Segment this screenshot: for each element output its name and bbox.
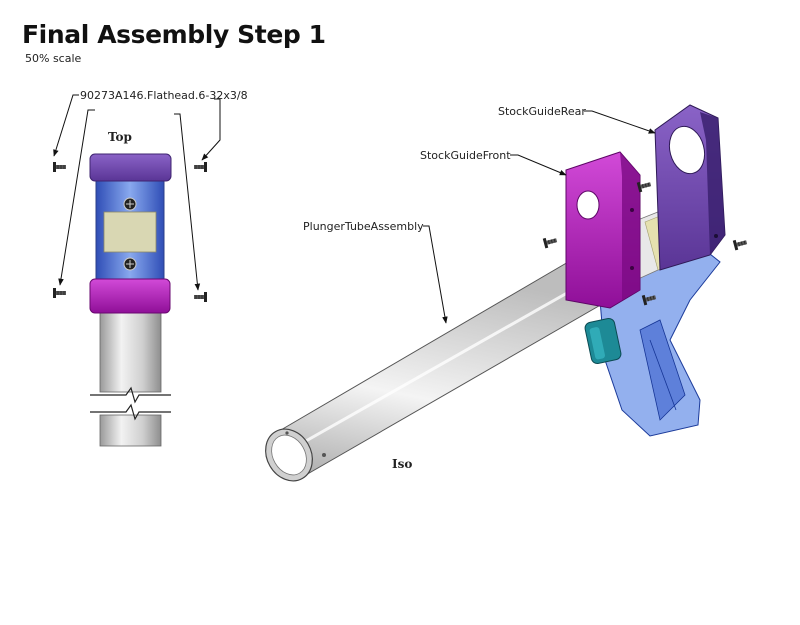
- break-line-upper: [90, 386, 171, 404]
- top-plunger-tube-upper: [99, 311, 162, 393]
- screw-leader-2: [58, 109, 95, 286]
- iso-screw-front-left: [542, 234, 559, 249]
- scale-note: 50% scale: [25, 52, 82, 65]
- screw-leader-3: [174, 113, 201, 291]
- top-inner-spacer: [103, 211, 157, 253]
- stock-guide-rear-label: StockGuideRear: [498, 105, 586, 118]
- iso-rear-guide-hole: [668, 125, 706, 175]
- iso-front-guide-hole: [576, 190, 600, 220]
- top-screw-lower-left: [52, 287, 67, 299]
- page-title: Final Assembly Step 1: [22, 20, 326, 49]
- iso-screw-rear: [732, 236, 749, 251]
- plunger-tube-leader: [423, 225, 448, 324]
- top-stock-guide-rear: [89, 153, 172, 182]
- top-view-label: Top: [108, 130, 132, 144]
- stock-guide-rear-leader: [584, 110, 656, 134]
- screw-callout-label: 90273A146.Flathead.6-32x3/8: [80, 89, 248, 102]
- stock-guide-front-label: StockGuideFront: [420, 149, 511, 162]
- top-view: Top 90273A146.Flathead.6-32x3/8: [52, 89, 248, 447]
- iso-view: Iso Plun: [265, 104, 749, 482]
- top-stock-guide-front: [89, 278, 171, 314]
- top-screw-upper-right: [193, 161, 208, 173]
- top-screw-upper-left: [52, 161, 67, 173]
- top-screw-lower-right: [193, 291, 208, 303]
- iso-view-label: Iso: [392, 457, 412, 471]
- break-line-lower: [90, 403, 171, 421]
- screw-leader-1: [53, 94, 79, 157]
- plunger-tube-label: PlungerTubeAssembly: [303, 220, 424, 233]
- top-plunger-tube-lower: [99, 414, 162, 447]
- screw-leader-4: [201, 98, 221, 161]
- stock-guide-front-leader: [510, 154, 567, 176]
